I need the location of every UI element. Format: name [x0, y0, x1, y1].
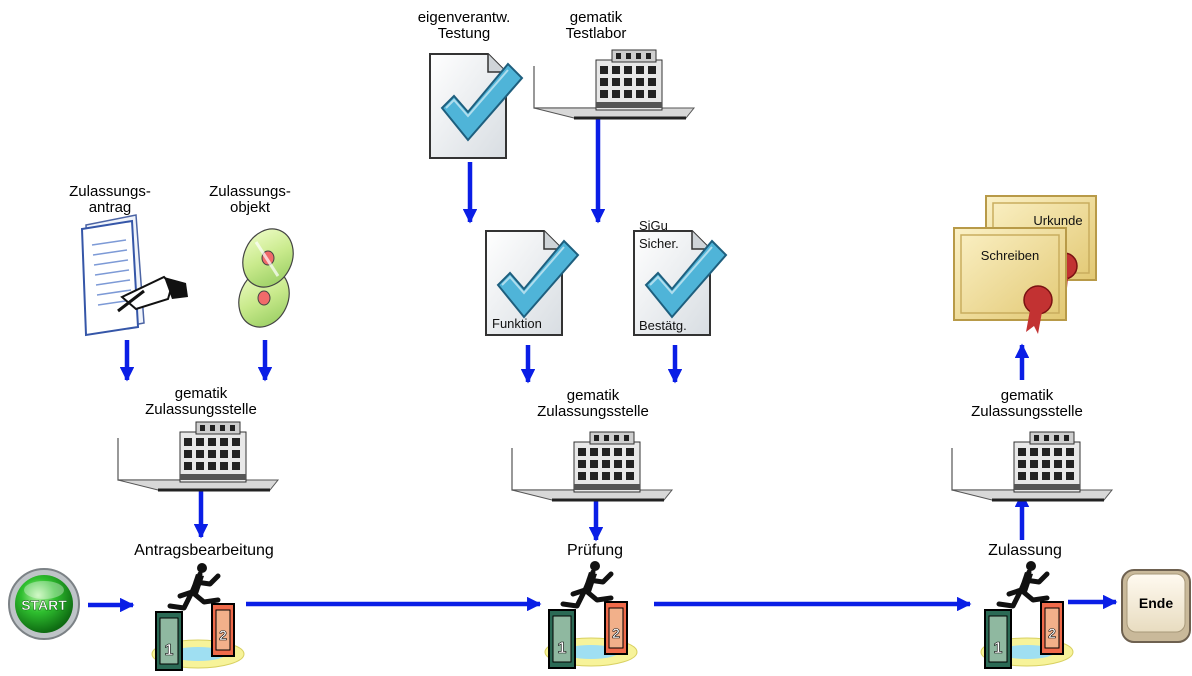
stage-3-label: Zulassung — [988, 542, 1062, 559]
end-button[interactable]: Ende — [1121, 569, 1191, 643]
hurdle-runner-icon-2 — [545, 561, 637, 668]
check-document-icon — [429, 53, 524, 159]
hurdle-runner-icon: 1 2 — [151, 563, 245, 671]
sigu-doc-mid-label: Sicher. — [639, 236, 679, 251]
cd-disc-icon — [238, 228, 294, 328]
certificate-front-label: Schreiben — [981, 248, 1040, 263]
sigu-doc-top-label: SiGu — [639, 218, 668, 233]
office-building-icon-2 — [510, 430, 674, 502]
input-objekt-label: Zulassungs- objekt — [209, 183, 291, 216]
end-label: Ende — [1139, 595, 1173, 611]
certificate-front: Schreiben — [953, 227, 1067, 334]
application-form-icon — [80, 214, 188, 337]
svg-text:2: 2 — [219, 627, 227, 643]
stage-1-label: Antragsbearbeitung — [134, 542, 274, 559]
office-2-label: gematik Zulassungsstelle — [537, 387, 649, 420]
office-building-icon — [117, 421, 280, 492]
stage-2-label: Prüfung — [566, 542, 624, 559]
sigu-doc-bottom-label: Bestätg. — [639, 318, 687, 333]
svg-text:1: 1 — [165, 642, 174, 659]
office-3-label: gematik Zulassungsstelle — [971, 387, 1083, 420]
self-testing-label: eigenverantw. Testung — [417, 9, 511, 42]
start-button[interactable]: START — [8, 568, 80, 640]
flow-arrows — [88, 108, 1118, 613]
testlab-label: gematik Testlabor — [565, 9, 627, 42]
function-doc-label: Funktion — [492, 316, 542, 331]
start-label: START — [21, 597, 67, 613]
certificate-icon: Urkunde Schreiben — [953, 195, 1097, 334]
office-building-icon-3 — [950, 430, 1114, 502]
input-antrag-label: Zulassungs- antrag — [69, 183, 151, 216]
testlabor-building-icon — [532, 48, 696, 120]
certificate-back-label: Urkunde — [1033, 213, 1082, 228]
office-1-label: gematik Zulassungsstelle — [145, 385, 257, 418]
hurdle-runner-icon-3 — [981, 561, 1073, 668]
